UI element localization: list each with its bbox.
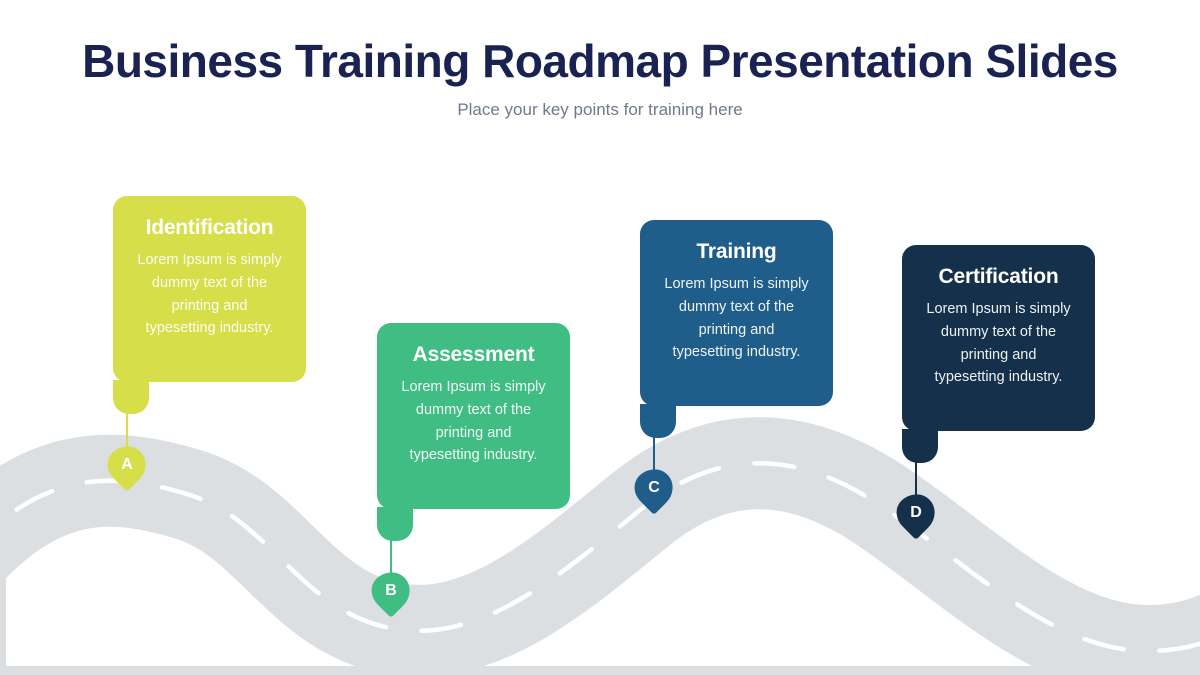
step-c-marker-label: C: [648, 479, 660, 496]
step-b-marker-label: B: [385, 582, 397, 599]
step-card-c-body: Lorem Ipsum is simply dummy text of the …: [664, 276, 809, 361]
step-card-b-tail: [377, 507, 413, 541]
step-card-b-title: Assessment: [412, 343, 535, 366]
page-title: Business Training Roadmap Presentation S…: [82, 35, 1118, 87]
step-card-c-title: Training: [696, 240, 777, 263]
step-b-connector-line: [390, 539, 392, 575]
step-card-a[interactable]: Identification Lorem Ipsum is simply dum…: [113, 196, 306, 382]
road-center-dashes: [0, 461, 1200, 654]
step-card-d-tail: [902, 429, 938, 463]
step-card-d[interactable]: Certification Lorem Ipsum is simply dumm…: [902, 245, 1095, 431]
step-a-marker-label: A: [121, 456, 133, 473]
step-c-connector-line: [653, 436, 655, 472]
step-d-marker-label: D: [910, 504, 922, 521]
step-d-connector-line: [915, 461, 917, 497]
step-card-a-body: Lorem Ipsum is simply dummy text of the …: [137, 252, 282, 337]
road-surface: [0, 417, 1200, 675]
step-a-connector-line: [126, 412, 128, 458]
slide-header: Business Training Roadmap Presentation S…: [0, 0, 1200, 118]
step-card-b-body: Lorem Ipsum is simply dummy text of the …: [401, 379, 546, 464]
step-card-c[interactable]: Training Lorem Ipsum is simply dummy tex…: [640, 220, 833, 406]
step-card-b[interactable]: Assessment Lorem Ipsum is simply dummy t…: [377, 323, 570, 509]
step-card-a-tail: [113, 380, 149, 414]
page-subtitle: Place your key points for training here: [457, 100, 743, 119]
step-card-d-title: Certification: [938, 265, 1059, 288]
step-card-a-title: Identification: [145, 216, 274, 239]
step-card-c-tail: [640, 404, 676, 438]
step-card-d-body: Lorem Ipsum is simply dummy text of the …: [926, 301, 1071, 386]
